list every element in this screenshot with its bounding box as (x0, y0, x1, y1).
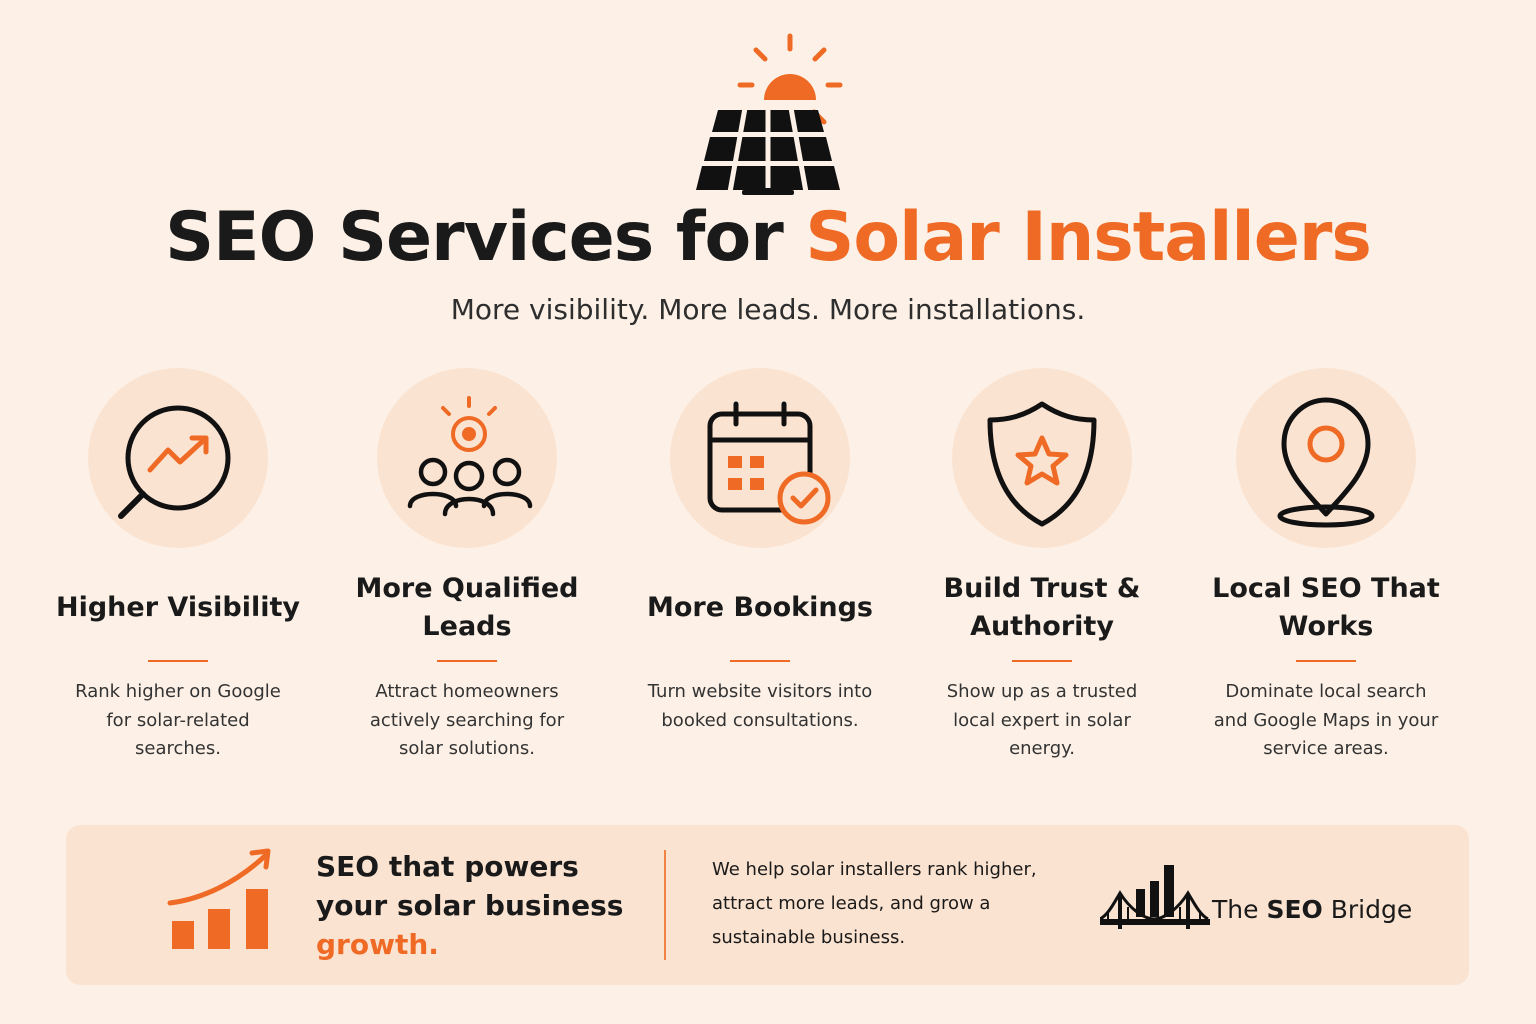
shield-star-icon (987, 401, 1097, 527)
bridge-chart-logo-icon (1100, 865, 1210, 929)
magnifier-trend-icon (118, 405, 231, 519)
feature-more-qualified-leads: More Qualified Leads Attract homeowners … (337, 368, 597, 764)
title-main: SEO Services for (165, 198, 806, 277)
feature-higher-visibility: Higher Visibility Rank higher on Google … (48, 368, 308, 764)
feature-divider (437, 660, 497, 662)
feature-divider (1012, 660, 1072, 662)
map-pin-icon (1277, 397, 1375, 528)
feature-description: Turn website visitors into booked consul… (647, 681, 873, 731)
brand-logo: The SEO Bridge (1100, 863, 1430, 943)
banner-divider (664, 850, 666, 960)
brand-logo-text: The SEO Bridge (1212, 895, 1413, 924)
feature-title: Build Trust & Authority (943, 573, 1141, 642)
feature-icon-circle (1236, 368, 1416, 548)
feature-title: Higher Visibility (55, 592, 301, 623)
feature-description: Show up as a trusted local expert in sol… (946, 681, 1138, 759)
title-accent: Solar Installers (805, 198, 1371, 277)
feature-more-bookings: More Bookings Turn website visitors into… (630, 368, 890, 735)
banner-headline: SEO that powers your solar business grow… (316, 847, 646, 964)
feature-divider (1296, 660, 1356, 662)
page-subtitle: More visibility. More leads. More instal… (450, 293, 1086, 326)
feature-icon-circle (88, 368, 268, 548)
feature-local-seo: Local SEO That Works Dominate local sear… (1196, 368, 1456, 764)
page-title: SEO Services for Solar Installers (0, 196, 1536, 280)
feature-title: More Qualified Leads (355, 573, 579, 642)
bottom-banner: SEO that powers your solar business grow… (66, 825, 1469, 985)
feature-title: More Bookings (647, 592, 873, 623)
feature-icon-circle (670, 368, 850, 548)
growth-chart-icon (167, 848, 271, 949)
users-sun-icon (407, 396, 533, 517)
solar-panel-sun-icon (696, 33, 843, 195)
banner-headline-main: SEO that powers your solar business (316, 850, 624, 922)
banner-description: We help solar installers rank higher, at… (712, 859, 1037, 948)
banner-headline-accent: growth. (316, 928, 439, 961)
feature-title: Local SEO That Works (1212, 573, 1440, 642)
feature-description: Rank higher on Google for solar-related … (75, 681, 281, 759)
feature-build-trust-authority: Build Trust & Authority Show up as a tru… (912, 368, 1172, 764)
feature-divider (148, 660, 208, 662)
feature-description: Attract homeowners actively searching fo… (369, 681, 565, 759)
feature-icon-circle (952, 368, 1132, 548)
feature-icon-circle (377, 368, 557, 548)
feature-divider (730, 660, 790, 662)
feature-description: Dominate local search and Google Maps in… (1213, 681, 1439, 759)
calendar-check-icon (707, 401, 831, 525)
